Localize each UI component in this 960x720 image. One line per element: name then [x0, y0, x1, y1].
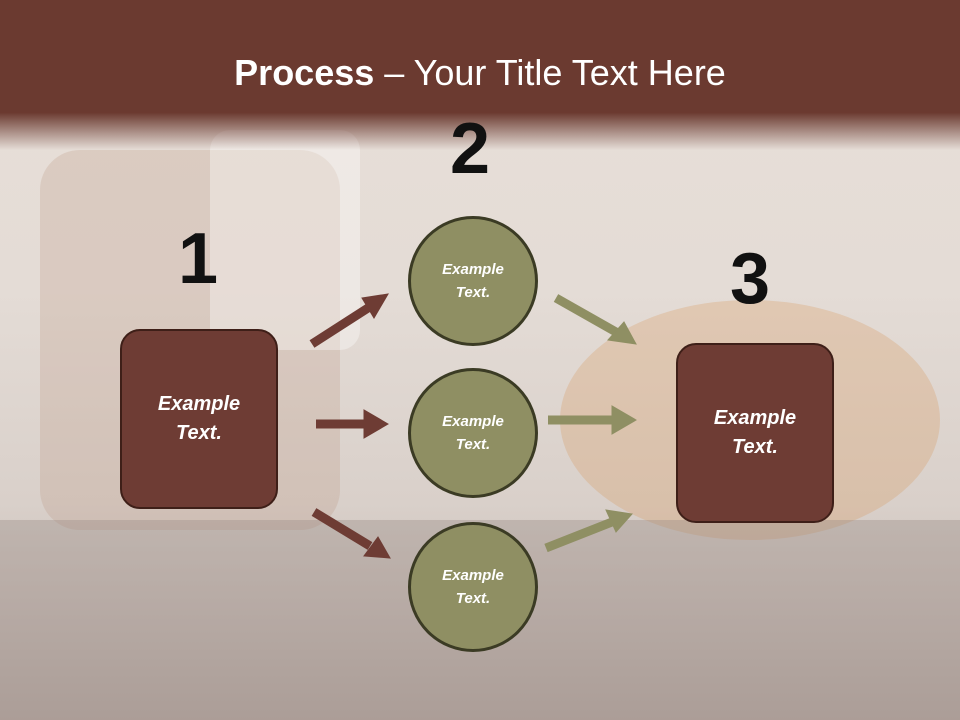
circle-top-line1: Example — [442, 260, 504, 278]
arrow-from-top — [553, 294, 637, 345]
step-2-number: 2 — [450, 109, 491, 189]
title-bold: Process — [234, 52, 375, 93]
circle-bottom-line1: Example — [442, 566, 504, 584]
arrow-from-middle — [548, 405, 637, 435]
title-bar: Process – Your Title Text Here — [0, 0, 960, 150]
arrow-from-bottom — [544, 509, 633, 553]
circle-bottom-line2: Text. — [455, 590, 491, 607]
step-3-number: 3 — [730, 239, 771, 319]
step-3-text-line1: Example — [713, 407, 797, 429]
step-1-number: 1 — [178, 219, 219, 299]
step-1-text-line2: Text. — [176, 422, 222, 444]
circle-top-line2: Text. — [455, 284, 491, 301]
circle-middle-line1: Example — [442, 412, 504, 430]
arrow-to-top — [309, 293, 389, 348]
title-rest: – Your Title Text Here — [374, 52, 726, 93]
step-1-text-line1: Example — [157, 393, 241, 415]
circle-middle-line2: Text. — [455, 436, 491, 453]
slide-title: Process – Your Title Text Here — [0, 52, 960, 94]
arrow-to-bottom — [311, 508, 391, 559]
arrow-to-middle — [316, 409, 389, 439]
step-3-text-line2: Text. — [732, 436, 778, 458]
